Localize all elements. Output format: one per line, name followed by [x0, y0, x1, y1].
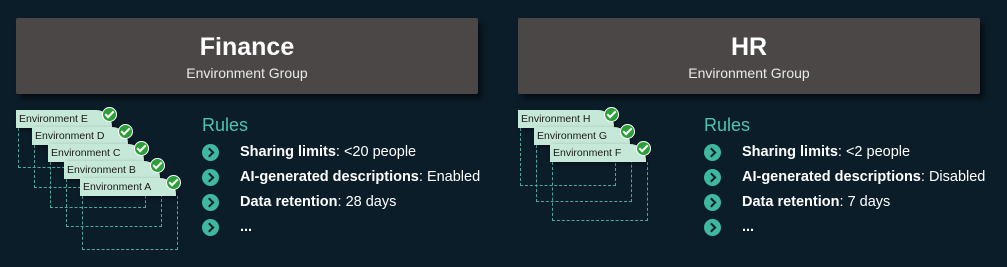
environment-group-hr: HR Environment Group Environment H Envir… [518, 18, 985, 250]
environment-card[interactable]: Environment A [80, 175, 181, 196]
chevron-right-circle-icon [704, 219, 721, 236]
chevron-right-circle-icon [704, 144, 721, 161]
environment-label: Environment G [537, 130, 608, 142]
rule-name: Data retention [742, 194, 840, 210]
rule-value: Enabled [426, 169, 481, 185]
environment-outline [66, 179, 162, 227]
checkmark-icon [620, 124, 635, 139]
group-header: Finance Environment Group [16, 18, 478, 94]
environment-outline [536, 145, 632, 202]
checkmark-icon [150, 158, 165, 173]
environment-card[interactable]: Environment H [518, 107, 619, 128]
environment-card[interactable]: Environment C [48, 141, 149, 162]
group-header: HR Environment Group [518, 18, 980, 94]
environment-label: Environment B [67, 164, 136, 176]
rule-value: Disabled [928, 169, 986, 185]
rule-name: Sharing limits [742, 144, 838, 160]
environment-outline [552, 162, 648, 221]
rule-item: Sharing limits: <2 people [704, 140, 984, 165]
rule-name: ... [240, 219, 253, 235]
rule-name: AI-generated descriptions [742, 169, 921, 185]
rules-title: Rules [704, 115, 751, 135]
environment-label: Environment A [83, 181, 152, 193]
checkmark-icon [118, 124, 133, 139]
rule-item: ... [704, 215, 984, 240]
rule-item: ... [202, 215, 482, 240]
environment-label: Environment F [553, 147, 622, 159]
rule-item: Data retention: 28 days [202, 190, 482, 215]
environment-label: Environment H [521, 113, 591, 125]
environment-label: Environment C [51, 147, 121, 159]
chevron-right-circle-icon [202, 169, 219, 186]
rules-panel: Rules Sharing limits: <20 people AI-gene… [202, 114, 482, 240]
environment-label: Environment E [19, 113, 88, 125]
checkmark-icon [102, 107, 117, 122]
rule-name: AI-generated descriptions [240, 169, 419, 185]
rule-item: Data retention: 7 days [704, 190, 984, 215]
environment-outline [82, 196, 178, 250]
chevron-right-circle-icon [202, 219, 219, 236]
group-title: Finance [199, 33, 295, 61]
environment-card[interactable]: Environment D [32, 124, 133, 145]
rule-value: 7 days [847, 194, 891, 210]
checkmark-icon [166, 175, 181, 190]
environment-stack: Environment E Environment D Environment … [16, 107, 196, 250]
group-subtitle: Environment Group [688, 65, 810, 81]
checkmark-icon [604, 107, 619, 122]
checkmark-icon [134, 141, 149, 156]
environment-stack: Environment H Environment G Environment … [518, 107, 698, 250]
rule-name: Sharing limits [240, 144, 336, 160]
rule-item: AI-generated descriptions: Enabled [202, 165, 482, 190]
rule-name: Data retention [240, 194, 338, 210]
environment-card[interactable]: Environment G [534, 124, 635, 145]
rule-value: 28 days [345, 194, 397, 210]
rules-title: Rules [202, 115, 249, 135]
environment-label: Environment D [35, 130, 105, 142]
rule-item: AI-generated descriptions: Disabled [704, 165, 986, 190]
rule-item: Sharing limits: <20 people [202, 140, 482, 165]
chevron-right-circle-icon [704, 169, 721, 186]
checkmark-icon [636, 141, 651, 156]
rule-name: ... [742, 219, 755, 235]
environment-card[interactable]: Environment E [16, 107, 117, 128]
environment-group-finance: Finance Environment Group Environment E … [16, 18, 480, 250]
environment-card[interactable]: Environment F [550, 141, 651, 162]
chevron-right-circle-icon [202, 194, 219, 211]
rule-value: <20 people [343, 144, 417, 160]
rules-panel: Rules Sharing limits: <2 people AI-gener… [704, 114, 986, 240]
environment-card[interactable]: Environment B [64, 158, 165, 179]
rule-value: <2 people [845, 144, 911, 160]
group-title: HR [730, 33, 768, 61]
group-subtitle: Environment Group [186, 65, 308, 81]
chevron-right-circle-icon [704, 194, 721, 211]
chevron-right-circle-icon [202, 144, 219, 161]
